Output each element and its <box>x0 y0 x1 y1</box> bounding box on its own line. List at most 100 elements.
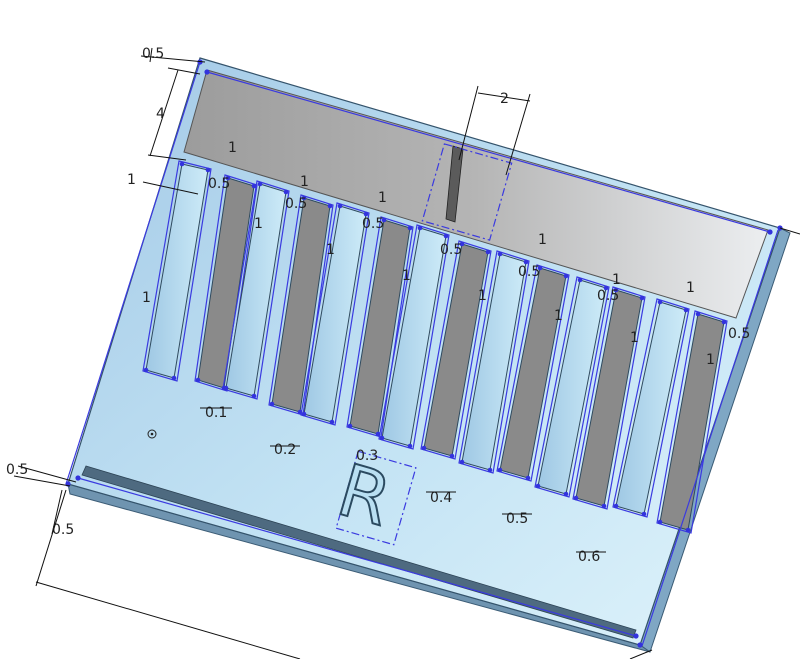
sketch-point[interactable] <box>443 233 449 239</box>
sketch-point[interactable] <box>721 319 727 325</box>
sketch-point[interactable] <box>685 527 691 533</box>
sketch-point[interactable] <box>485 249 491 255</box>
dim-clearance-6[interactable]: 0.6 <box>578 549 600 565</box>
sketch-point[interactable] <box>205 167 211 173</box>
sketch-point[interactable] <box>537 265 543 271</box>
dim-clearance-4[interactable]: 0.4 <box>430 490 452 506</box>
sketch-point[interactable] <box>613 503 619 509</box>
slot-group <box>142 160 728 534</box>
corner-point[interactable] <box>633 633 639 639</box>
divider-fin[interactable] <box>421 143 513 241</box>
sketch-point[interactable] <box>195 377 201 383</box>
sketch-point[interactable] <box>327 203 333 209</box>
corner-point[interactable] <box>204 69 210 75</box>
dim-inner-5[interactable]: 1 <box>554 308 563 324</box>
sketch-point[interactable] <box>421 445 427 451</box>
dim-slot-4[interactable]: 1 <box>538 232 547 248</box>
dim-side-one[interactable]: 1 <box>127 172 136 188</box>
dim-inner-1[interactable]: 1 <box>254 216 263 232</box>
sketch-point[interactable] <box>223 385 229 391</box>
sketch-point[interactable] <box>417 225 423 231</box>
sketch-point[interactable] <box>143 367 149 373</box>
dim-inner-6[interactable]: 1 <box>630 330 639 346</box>
dim-wall-2[interactable]: 0.5 <box>285 196 307 212</box>
dim-inner-3[interactable]: 1 <box>402 268 411 284</box>
sketch-point[interactable] <box>379 435 385 441</box>
dim-height[interactable]: 4 <box>156 106 165 122</box>
dim-slot-left[interactable]: 1 <box>142 290 151 306</box>
dim-wall-6[interactable]: 0.5 <box>597 288 619 304</box>
sketch-point[interactable] <box>577 277 583 283</box>
dim-slot-2[interactable]: 1 <box>300 174 309 190</box>
sketch-point[interactable] <box>523 259 529 265</box>
sketch-point[interactable] <box>657 299 663 305</box>
dim-clearance-3[interactable]: 0.3 <box>356 448 378 464</box>
sketch-point[interactable] <box>563 491 569 497</box>
sketch-point[interactable] <box>497 251 503 257</box>
dim-wall-3[interactable]: 0.5 <box>362 216 384 232</box>
corner-point[interactable] <box>75 475 81 481</box>
dim-clearance-2[interactable]: 0.2 <box>274 442 296 458</box>
sketch-point[interactable] <box>337 203 343 209</box>
dim-slot-3[interactable]: 1 <box>378 190 387 206</box>
sketch-point[interactable] <box>683 307 689 313</box>
dim-inner-4[interactable]: 1 <box>478 288 487 304</box>
sketch-point[interactable] <box>283 189 289 195</box>
dim-top-left-margin[interactable]: 0.5 <box>142 46 164 62</box>
dim-clearance-5[interactable]: 0.5 <box>506 511 528 527</box>
dim-margin-right[interactable]: 0.5 <box>728 326 750 342</box>
sketch-point[interactable] <box>639 295 645 301</box>
sketch-point[interactable] <box>347 423 353 429</box>
dim-inner-7[interactable]: 1 <box>706 352 715 368</box>
sketch-point[interactable] <box>381 217 387 223</box>
sketch-point[interactable] <box>407 225 413 231</box>
sketch-point[interactable] <box>487 467 493 473</box>
sketch-point[interactable] <box>603 285 609 291</box>
dim-slot-6[interactable]: 1 <box>686 280 695 296</box>
sketch-point[interactable] <box>573 495 579 501</box>
sketch-point[interactable] <box>497 467 503 473</box>
dim-inner-2[interactable]: 1 <box>326 242 335 258</box>
sketch-point[interactable] <box>225 175 231 181</box>
sketch-point[interactable] <box>657 519 663 525</box>
sketch-point[interactable] <box>375 431 381 437</box>
sketch-point[interactable] <box>459 241 465 247</box>
sketch-point[interactable] <box>459 459 465 465</box>
dim-margin-left[interactable]: 0.5 <box>6 462 28 478</box>
sketch-point[interactable] <box>171 375 177 381</box>
sketch-point[interactable] <box>297 409 303 415</box>
dim-wall-5[interactable]: 0.5 <box>518 264 540 280</box>
sketch-point[interactable] <box>695 311 701 317</box>
corner-point[interactable] <box>767 229 773 235</box>
sketch-point[interactable] <box>563 273 569 279</box>
sketch-point[interactable] <box>525 475 531 481</box>
corner-point[interactable] <box>637 642 643 648</box>
sketch-point[interactable] <box>407 443 413 449</box>
dim-wall-1[interactable]: 0.5 <box>208 176 230 192</box>
sketch-point[interactable] <box>251 393 257 399</box>
dim-width-gap[interactable]: 2 <box>500 91 509 107</box>
dim-clearance-1[interactable]: 0.1 <box>205 405 227 421</box>
sketch-point[interactable] <box>613 287 619 293</box>
slot-sketch <box>656 310 728 534</box>
sketch-point[interactable] <box>449 453 455 459</box>
dim-slot-5[interactable]: 1 <box>612 272 621 288</box>
sketch-point[interactable] <box>301 411 307 417</box>
dimension-annotations: 0.5 4 2 1 0.5 0.5 0.5 0.5 0.5 0.5 0.5 1 … <box>6 46 800 659</box>
sketch-point[interactable] <box>601 503 607 509</box>
sketch-point[interactable] <box>329 419 335 425</box>
dim-wall-4[interactable]: 0.5 <box>440 242 462 258</box>
sketch-point[interactable] <box>257 181 263 187</box>
sketch-point[interactable] <box>535 483 541 489</box>
sketch-point[interactable] <box>251 183 257 189</box>
sketch-point[interactable] <box>269 401 275 407</box>
slot-sketch <box>420 240 492 460</box>
dim-slot-1[interactable]: 1 <box>228 140 237 156</box>
sketch-point[interactable] <box>641 511 647 517</box>
sketch-point[interactable] <box>301 195 307 201</box>
sketch-point[interactable] <box>179 161 185 167</box>
sketch-point[interactable] <box>363 211 369 217</box>
dim-margin-bottom[interactable]: 0.5 <box>52 522 74 538</box>
